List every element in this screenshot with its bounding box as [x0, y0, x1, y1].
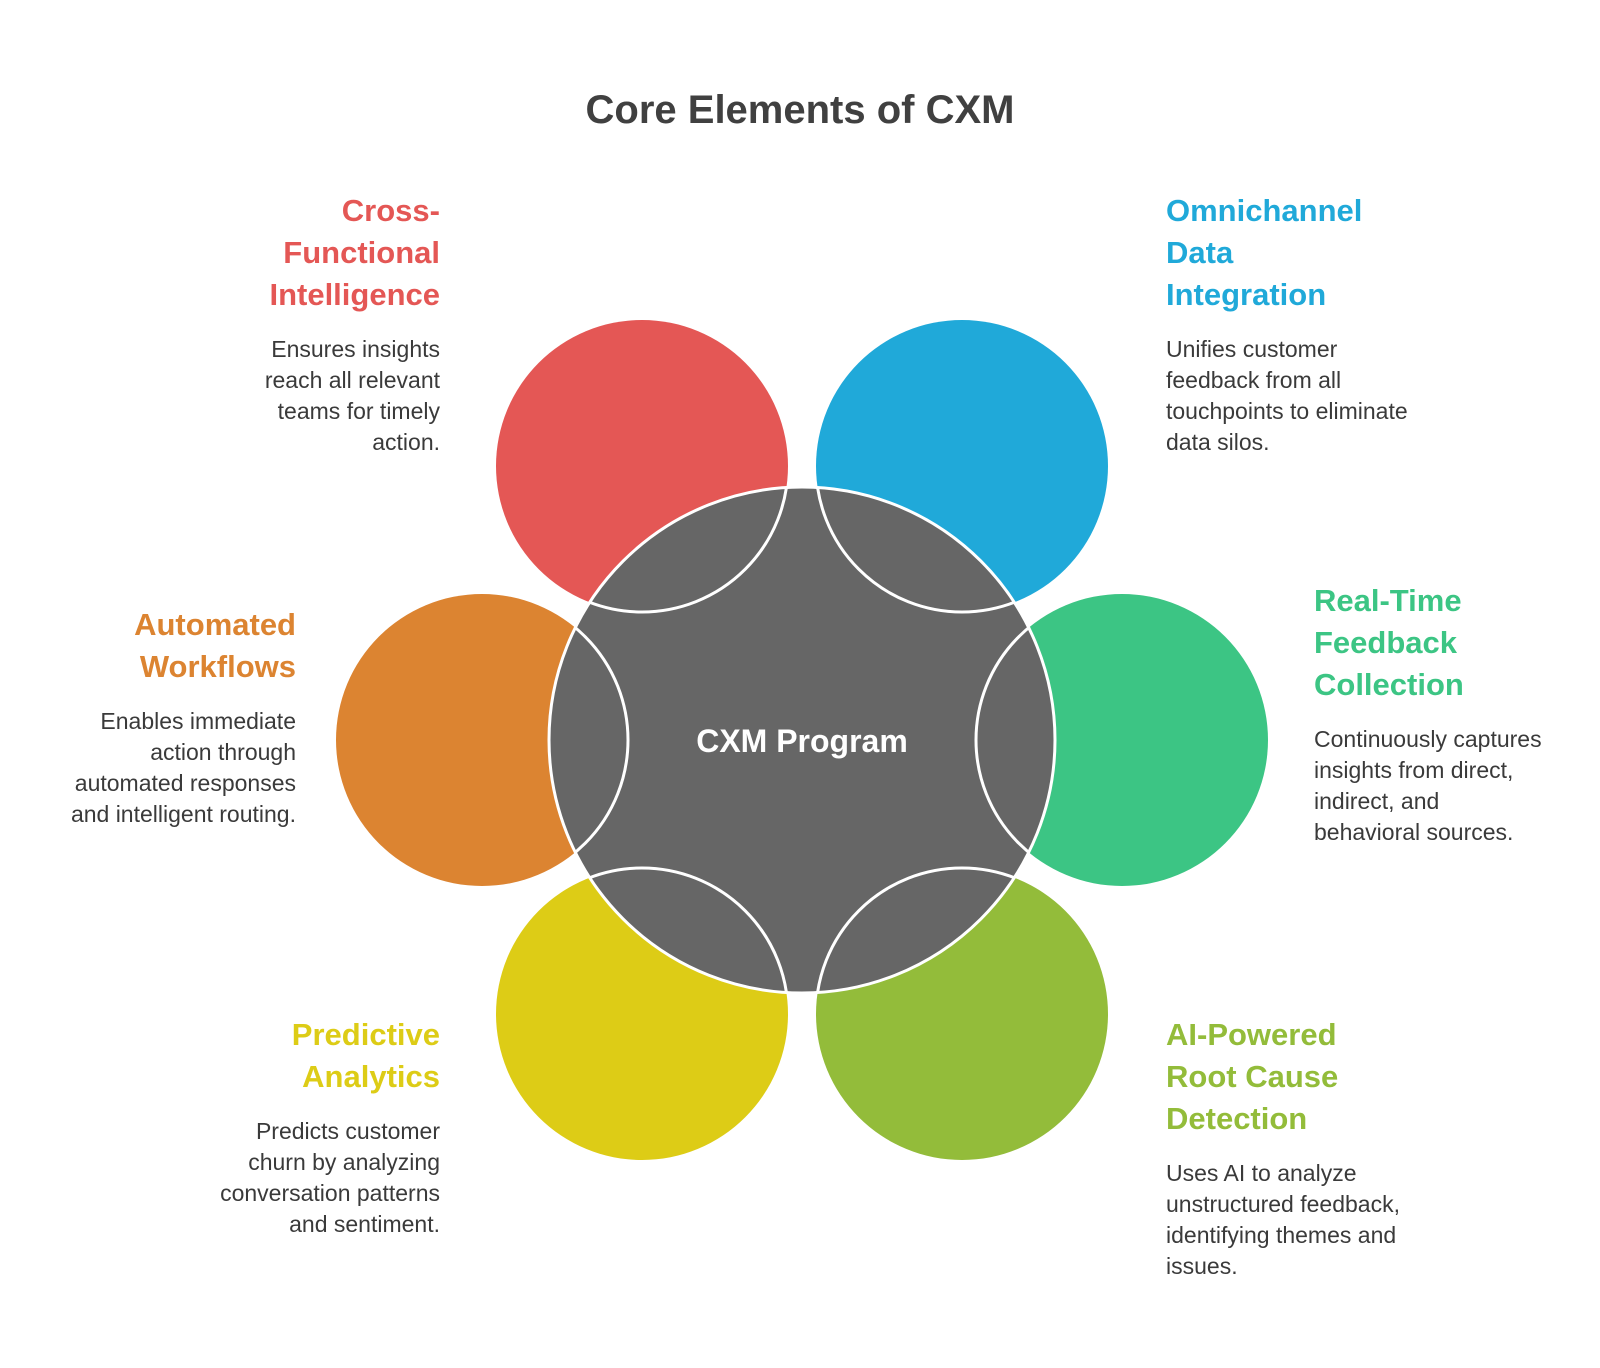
element-description-ai-powered: Uses AI to analyze unstructured feedback… — [1166, 1160, 1400, 1279]
center-hub — [547, 485, 1057, 995]
element-description-omnichannel: Unifies customer feedback from all touch… — [1166, 336, 1408, 455]
element-title-ai-powered: AI-Powered Root Cause Detection — [1166, 1017, 1339, 1136]
element-description-cross-functional: Ensures insights reach all relevant team… — [264, 336, 440, 455]
element-title-real-time: Real-Time Feedback Collection — [1314, 583, 1464, 702]
page-title: Core Elements of CXM — [585, 88, 1015, 132]
element-description-automated: Enables immediate action through automat… — [70, 708, 296, 827]
element-description-real-time: Continuously captures insights from dire… — [1314, 726, 1542, 845]
element-omnichannel: Omnichannel Data Integration Unifies cus… — [1166, 190, 1426, 458]
element-title-predictive: Predictive Analytics — [291, 1017, 440, 1094]
overlap-arc-automated — [550, 592, 630, 888]
element-description-predictive: Predicts customer churn by analyzing con… — [220, 1118, 440, 1237]
element-title-omnichannel: Omnichannel Data Integration — [1166, 193, 1363, 312]
petal-real-time — [976, 594, 1268, 886]
element-real-time: Real-Time Feedback Collection Continuous… — [1314, 580, 1554, 848]
element-cross-functional: Cross-Functional Intelligence Ensures in… — [180, 190, 440, 458]
overlap-arcs — [550, 488, 1054, 992]
element-predictive: Predictive Analytics Predicts customer c… — [180, 1014, 440, 1240]
overlap-arc-omnichannel — [814, 488, 1054, 614]
petal-automated — [336, 594, 628, 886]
element-ai-powered: AI-Powered Root Cause Detection Uses AI … — [1166, 1014, 1426, 1282]
element-title-cross-functional: Cross-Functional Intelligence — [269, 193, 440, 312]
overlap-arc-real-time — [974, 592, 1054, 888]
overlap-arc-cross-functional — [550, 488, 790, 614]
element-title-automated: Automated Workflows — [134, 607, 296, 684]
overlap-arc-predictive — [550, 866, 790, 992]
element-automated: Automated Workflows Enables immediate ac… — [36, 604, 296, 830]
overlap-arc-ai-powered — [814, 866, 1054, 992]
center-label: CXM Program — [696, 723, 908, 759]
